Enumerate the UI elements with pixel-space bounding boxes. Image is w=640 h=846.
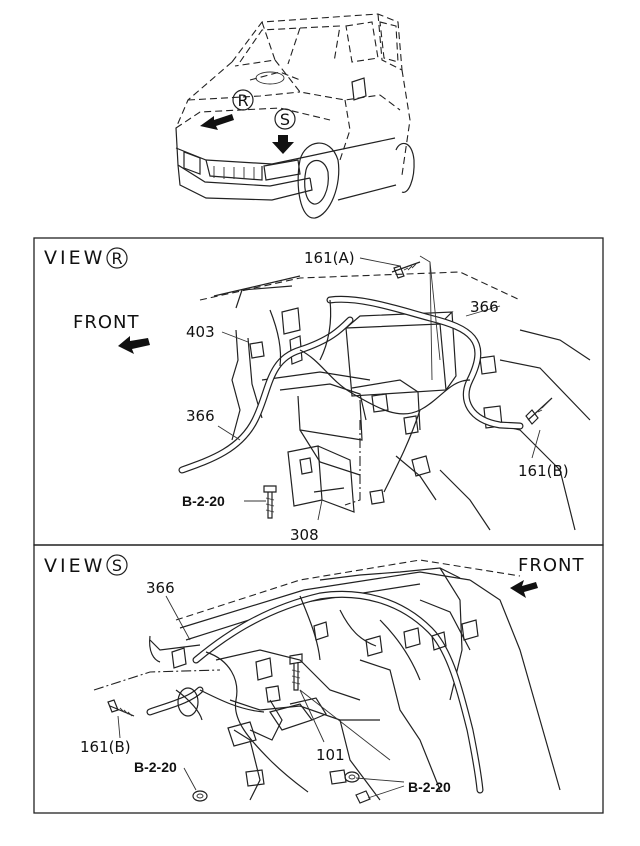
marker-r-label: R xyxy=(237,91,248,110)
marker-r-circle xyxy=(232,89,254,111)
bolt-161a-icon xyxy=(391,261,421,279)
callout-366-upper: 366 xyxy=(470,298,499,316)
callout-161a: 161(A) xyxy=(304,249,355,267)
callout-366-s: 366 xyxy=(146,579,175,597)
bolt-101-icon xyxy=(289,653,303,691)
front-arrow-icon xyxy=(118,336,150,354)
bolt-161b-icon xyxy=(525,397,553,425)
bolt-lower-icon xyxy=(263,485,277,519)
view-r-panel: VIEW R FRONT xyxy=(33,237,604,546)
front-arrow-right-icon xyxy=(510,580,538,598)
view-s-marker-circle xyxy=(106,554,128,576)
arrow-r-icon xyxy=(200,114,234,130)
view-s-panel: VIEW S FRONT xyxy=(33,544,604,814)
bolt-161b-s-icon xyxy=(107,699,135,717)
marker-s-circle xyxy=(274,108,296,130)
view-s-marker: S xyxy=(112,556,122,575)
ref-b-2-20-view-s-right: B-2-20 xyxy=(408,779,451,795)
view-r-marker-circle xyxy=(106,247,128,269)
view-r-marker: R xyxy=(111,249,122,268)
view-s-front-label: FRONT xyxy=(518,555,585,576)
callout-161b-s: 161(B) xyxy=(80,738,131,756)
marker-s-label: S xyxy=(280,110,290,129)
vehicle-overview: R S xyxy=(175,13,415,219)
view-r-front-label: FRONT xyxy=(73,312,140,333)
nut-right-icon xyxy=(344,771,371,804)
ref-b-2-20-view-s-left: B-2-20 xyxy=(134,759,177,775)
view-r-title: VIEW xyxy=(44,247,105,269)
view-s-title: VIEW xyxy=(44,555,105,577)
arrow-s-icon xyxy=(272,135,294,154)
callout-101: 101 xyxy=(316,746,345,764)
callout-308: 308 xyxy=(290,526,319,544)
callout-403: 403 xyxy=(186,323,215,341)
callout-366-lower: 366 xyxy=(186,407,215,425)
ref-b-2-20-view-r: B-2-20 xyxy=(182,493,225,509)
nut-left-icon xyxy=(192,790,208,802)
callout-161b: 161(B) xyxy=(518,462,569,480)
